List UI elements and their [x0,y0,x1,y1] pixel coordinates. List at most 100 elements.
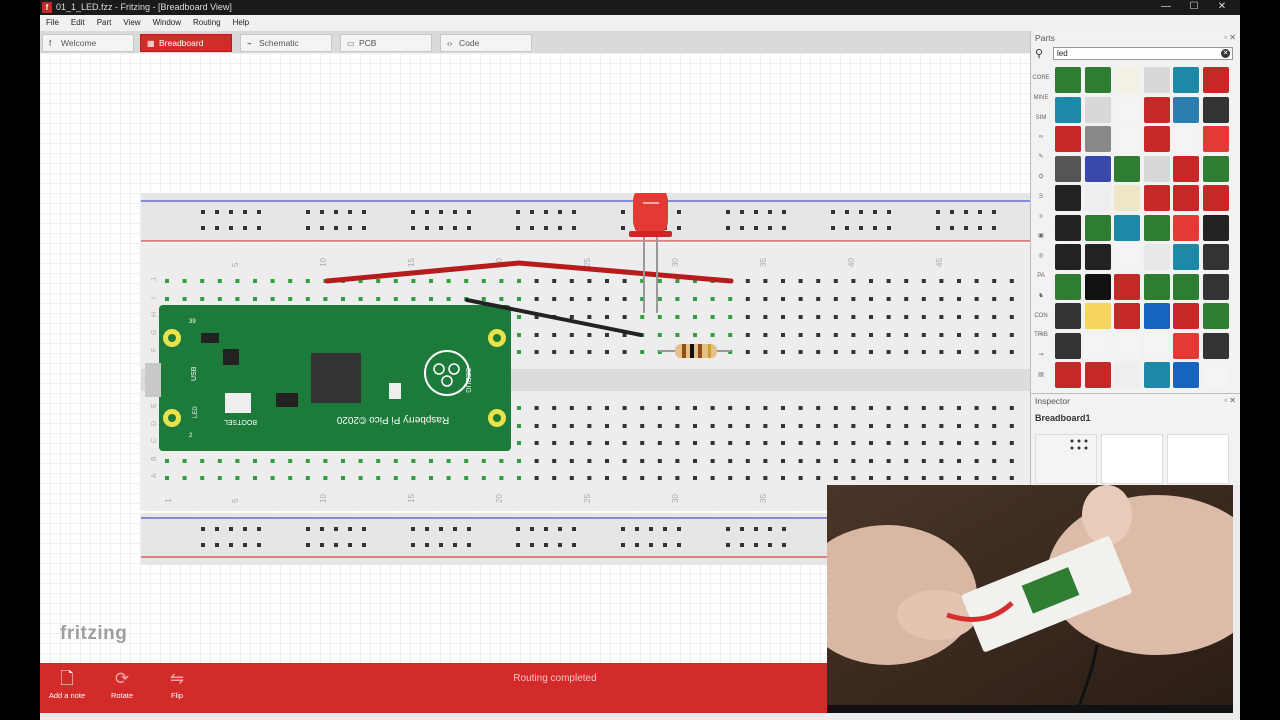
part-thumbnail[interactable] [1173,67,1199,93]
menu-edit[interactable]: Edit [70,18,85,27]
part-thumbnail[interactable] [1202,155,1229,182]
parts-bin-tab[interactable]: ⇝ [1038,352,1044,359]
part-thumbnail[interactable] [1055,67,1081,93]
part-thumbnail[interactable] [1143,214,1170,241]
part-thumbnail[interactable] [1114,126,1140,152]
part-thumbnail[interactable] [1114,214,1140,241]
close-button[interactable]: ✕ [1217,1,1227,12]
menu-routing[interactable]: Routing [193,18,221,27]
part-thumbnail[interactable] [1202,96,1229,123]
tab-pcb[interactable]: ▭PCB [340,34,432,52]
menu-file[interactable]: File [46,18,59,27]
part-thumbnail[interactable] [1143,67,1170,93]
parts-bin-tab[interactable]: ✎ [1038,154,1044,161]
part-thumbnail[interactable] [1202,303,1229,329]
part-thumbnail[interactable] [1114,273,1140,300]
parts-bin-tab[interactable]: CORE [1032,75,1050,81]
part-thumbnail[interactable] [1084,273,1111,300]
flip-button[interactable]: ⇋ Flip [152,667,202,700]
part-thumbnail[interactable] [1084,303,1111,329]
rotate-button[interactable]: ⟳ Rotate [97,667,147,700]
tab-breadboard[interactable]: ▦Breadboard [140,34,232,52]
part-thumbnail[interactable] [1173,214,1199,241]
panel-float-close-icon[interactable]: ▫ ✕ [1224,33,1236,42]
part-thumbnail[interactable] [1084,126,1111,152]
parts-bin-tab[interactable]: ∽ [1038,332,1044,339]
parts-bin-tab[interactable]: PA [1037,272,1045,279]
part-thumbnail[interactable] [1114,67,1140,93]
inspector-float-close-icon[interactable]: ▫ ✕ [1224,396,1236,405]
part-thumbnail[interactable] [1084,155,1111,182]
parts-bin-tab[interactable]: MINE [1033,94,1049,101]
red-led[interactable] [629,185,672,313]
part-thumbnail[interactable] [1143,185,1170,211]
part-thumbnail[interactable] [1202,185,1229,211]
menu-window[interactable]: Window [152,18,182,27]
part-thumbnail[interactable] [1114,155,1140,182]
part-thumbnail[interactable] [1055,185,1081,211]
parts-bin-tab[interactable]: S [1038,193,1043,200]
part-thumbnail[interactable] [1173,155,1199,182]
part-thumbnail[interactable] [1114,362,1140,388]
raspberry-pi-pico[interactable]: USB DEBUG BOOTSEL LED 39 2 Raspberry Pi … [145,305,511,451]
part-thumbnail[interactable] [1055,96,1081,123]
part-thumbnail[interactable] [1055,332,1081,359]
part-thumbnail[interactable] [1084,362,1111,388]
parts-search-input[interactable] [1053,47,1233,60]
part-thumbnail[interactable] [1143,303,1170,329]
tab-code[interactable]: ‹›Code [440,34,532,52]
clear-search-icon[interactable]: ✕ [1221,49,1230,58]
parts-bin-tab[interactable]: ▣ [1038,233,1044,240]
minimize-button[interactable]: — [1161,1,1171,12]
part-thumbnail[interactable] [1084,244,1111,270]
part-thumbnail[interactable] [1055,214,1081,241]
part-thumbnail[interactable] [1143,126,1170,152]
part-thumbnail[interactable] [1055,362,1081,388]
parts-bin-tab[interactable]: ▤ [1038,371,1044,378]
part-thumbnail[interactable] [1173,244,1199,270]
part-thumbnail[interactable] [1143,332,1170,359]
maximize-button[interactable]: ☐ [1189,1,1199,12]
part-thumbnail[interactable] [1114,244,1140,270]
part-thumbnail[interactable] [1173,332,1199,359]
parts-bin-tab[interactable]: ◎ [1038,253,1044,260]
part-thumbnail[interactable] [1173,303,1199,329]
part-thumbnail[interactable] [1143,362,1170,388]
part-thumbnail[interactable] [1173,96,1199,123]
black-wire[interactable] [465,298,643,337]
part-thumbnail[interactable] [1084,96,1111,123]
part-thumbnail[interactable] [1202,126,1229,152]
part-thumbnail[interactable] [1084,332,1111,359]
part-thumbnail[interactable] [1055,126,1081,152]
part-thumbnail[interactable] [1084,67,1111,93]
part-thumbnail[interactable] [1143,96,1170,123]
part-thumbnail[interactable] [1114,185,1140,211]
part-thumbnail[interactable] [1143,155,1170,182]
part-thumbnail[interactable] [1055,273,1081,300]
part-thumbnail[interactable] [1202,362,1229,388]
part-thumbnail[interactable] [1114,303,1140,329]
part-thumbnail[interactable] [1173,126,1199,152]
part-thumbnail[interactable] [1143,244,1170,270]
part-thumbnail[interactable] [1114,332,1140,359]
parts-bin-tab[interactable]: SIM [1035,114,1047,121]
part-thumbnail[interactable] [1202,332,1229,359]
parts-bin-tab[interactable]: ♞ [1038,292,1044,299]
part-thumbnail[interactable] [1173,273,1199,300]
red-wire[interactable] [324,260,734,284]
resistor[interactable] [659,344,731,358]
part-thumbnail[interactable] [1202,214,1229,241]
add-note-button[interactable]: 🗋 Add a note [42,667,92,700]
part-thumbnail[interactable] [1173,185,1199,211]
part-thumbnail[interactable] [1084,214,1111,241]
menu-view[interactable]: View [123,18,141,27]
menu-help[interactable]: Help [232,18,250,27]
parts-bin-tab[interactable]: ⛭ [1038,173,1044,180]
tab-schematic[interactable]: ⌁Schematic [240,34,332,52]
parts-bin-tab[interactable]: CON TRIB [1034,312,1048,338]
part-thumbnail[interactable] [1202,67,1229,93]
part-thumbnail[interactable] [1143,273,1170,300]
part-thumbnail[interactable] [1084,185,1111,211]
part-thumbnail[interactable] [1202,244,1229,270]
